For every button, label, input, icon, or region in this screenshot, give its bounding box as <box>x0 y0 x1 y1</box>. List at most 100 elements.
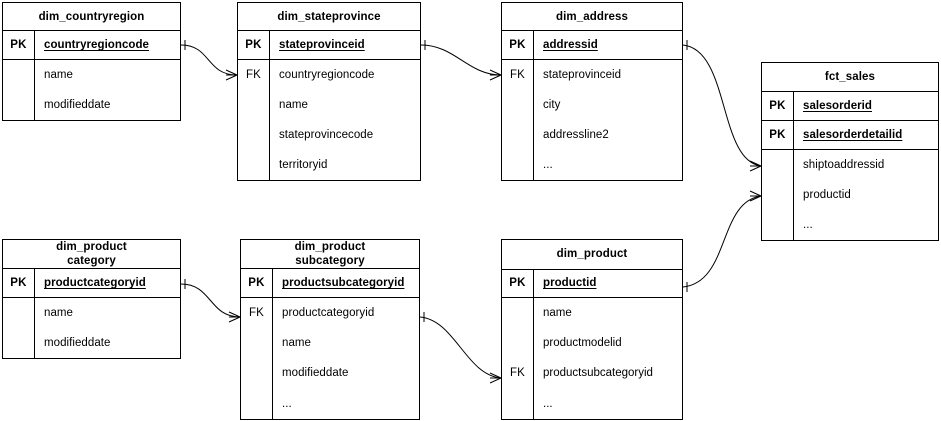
entity-title-line: category <box>67 255 116 267</box>
entity-title-line: dim_stateprovince <box>277 10 381 23</box>
relationship-line <box>420 44 502 76</box>
entity-row[interactable]: ... <box>502 150 682 180</box>
row-attribute-name: countryregioncode <box>279 69 375 81</box>
entity-title-fct_sales: fct_sales <box>762 63 938 92</box>
row-attribute-name: name <box>282 337 311 349</box>
row-key-label <box>762 150 794 180</box>
row-key-label <box>762 180 794 210</box>
row-attribute-name: name <box>279 99 308 111</box>
entity-row[interactable]: shiptoaddressid <box>762 150 938 180</box>
row-attribute-name: ... <box>543 397 553 410</box>
row-attribute-name: productsubcategoryid <box>282 277 405 289</box>
cardinality-many-prong <box>228 316 241 323</box>
cardinality-many-prong <box>749 195 762 202</box>
row-key-label <box>502 120 534 150</box>
entity-row[interactable]: modifieddate <box>3 90 180 120</box>
row-attribute-name: stateprovincecode <box>279 129 374 141</box>
row-attribute-name: name <box>543 307 572 319</box>
entity-row[interactable]: PK productsubcategoryid <box>241 269 419 298</box>
entity-title-dim_address: dim_address <box>502 3 682 31</box>
row-attribute-name: ... <box>282 397 292 410</box>
row-key-label <box>241 328 273 358</box>
cardinality-many-prong <box>749 160 762 167</box>
entity-title-line: dim_product <box>556 248 628 261</box>
entity-row[interactable]: territoryid <box>238 150 420 180</box>
key-column: FK <box>502 298 534 419</box>
entity-row[interactable]: stateprovincecode <box>238 120 420 150</box>
cardinality-many-prong <box>225 69 238 76</box>
row-key-label <box>3 328 35 358</box>
entity-row[interactable]: modifieddate <box>3 328 180 358</box>
relationship-rel-productcategory-subcategory <box>180 279 241 323</box>
entity-row[interactable]: modifieddate <box>241 358 419 388</box>
row-key-label: PK <box>502 31 534 59</box>
cardinality-many-prong <box>225 74 238 81</box>
row-key-label <box>502 90 534 120</box>
relationship-line <box>682 195 762 288</box>
row-attribute-name: salesorderdetailid <box>803 129 903 141</box>
row-key-label: PK <box>762 92 794 120</box>
entity-row[interactable]: name <box>3 298 180 328</box>
row-key-label <box>3 90 35 120</box>
row-key-label: FK <box>241 298 273 328</box>
row-key-label: FK <box>502 60 534 90</box>
entity-row[interactable]: addressline2 <box>502 120 682 150</box>
entity-row[interactable]: ... <box>241 388 419 419</box>
row-attribute-name: productcategoryid <box>44 277 146 289</box>
relationship-rel-countryregion-stateprovince <box>180 40 238 81</box>
row-attribute-name: shiptoaddressid <box>803 159 885 171</box>
entity-row[interactable]: ... <box>762 210 938 240</box>
row-attribute-name: modifieddate <box>44 99 111 111</box>
cardinality-many-prong <box>749 165 762 172</box>
row-attribute-name: productmodelid <box>543 337 622 349</box>
entity-row[interactable]: name <box>241 328 419 358</box>
row-attribute-name: name <box>44 307 73 319</box>
cardinality-many-prong <box>489 74 502 81</box>
row-key-label <box>502 388 533 419</box>
row-attribute-name: name <box>44 69 73 81</box>
row-key-label: PK <box>241 269 273 297</box>
row-attribute-name: stateprovinceid <box>279 39 365 51</box>
entity-row[interactable]: name <box>3 60 180 90</box>
row-key-label <box>3 60 35 90</box>
entity-title-line: dim_countryregion <box>38 10 145 23</box>
entity-title-dim_stateprovince: dim_stateprovince <box>238 3 420 31</box>
row-key-label <box>762 210 794 240</box>
cardinality-many-prong <box>749 190 762 197</box>
row-key-label: PK <box>3 31 35 59</box>
entity-title-line: dim_product <box>294 241 366 253</box>
row-key-label <box>3 298 35 328</box>
row-attribute-name: territoryid <box>279 159 328 171</box>
entity-row[interactable]: city <box>502 90 682 120</box>
row-key-label: PK <box>502 269 534 297</box>
entity-row[interactable]: name <box>238 90 420 120</box>
cardinality-many-prong <box>489 69 502 76</box>
entity-row[interactable]: productid <box>762 180 938 210</box>
row-key-label <box>502 298 533 328</box>
entity-title-line: dim_address <box>555 10 629 23</box>
row-attribute-name: modifieddate <box>282 367 349 379</box>
row-key-label <box>502 150 534 180</box>
row-key-label <box>238 90 270 120</box>
